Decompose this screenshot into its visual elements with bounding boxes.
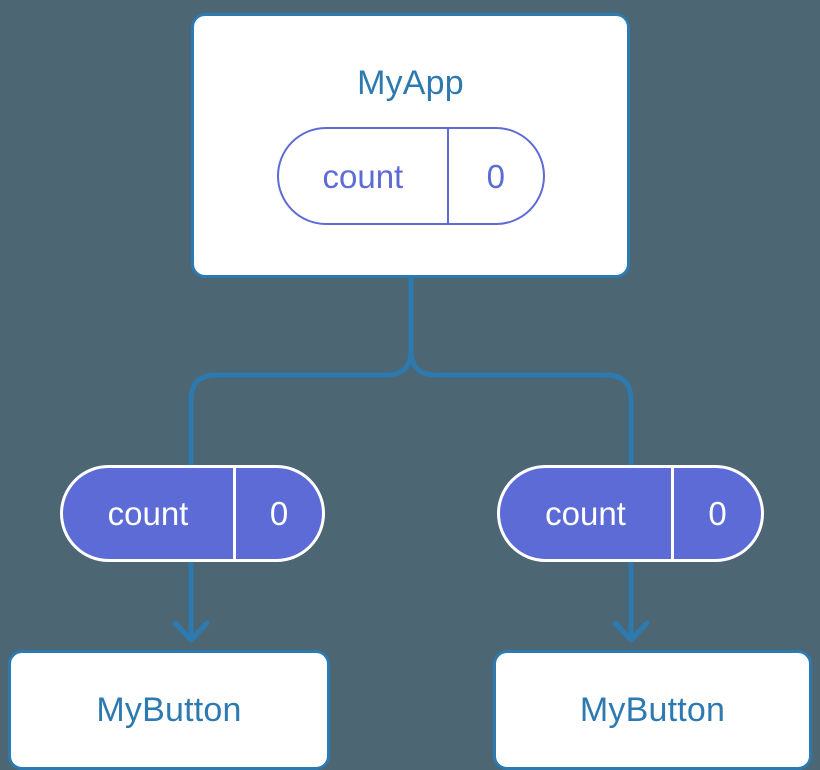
child-component-title-left: MyButton (96, 690, 242, 729)
connector-branch-right (408, 349, 634, 465)
arrow-head-right-icon (612, 620, 650, 643)
root-state-pill[interactable]: count 0 (276, 127, 545, 225)
child-component-box-left[interactable]: MyButton (8, 650, 330, 770)
child-component-box-right[interactable]: MyButton (493, 650, 812, 770)
props-pill-right-value: 0 (671, 468, 761, 559)
props-pill-left-value: 0 (233, 468, 322, 559)
root-component-box[interactable]: MyApp count 0 (191, 13, 630, 278)
root-state-key: count (279, 129, 450, 223)
root-state-value: 0 (486, 157, 506, 195)
props-pill-right-key: count (545, 495, 626, 532)
props-pill-left[interactable]: count 0 (60, 465, 325, 562)
arrow-head-left-icon (172, 620, 210, 643)
connector-branch-left (188, 349, 414, 465)
props-pill-right[interactable]: count 0 (497, 465, 764, 562)
props-pill-left-key: count (107, 495, 189, 532)
root-component-title: MyApp (357, 64, 464, 102)
child-component-title-right: MyButton (579, 690, 726, 729)
